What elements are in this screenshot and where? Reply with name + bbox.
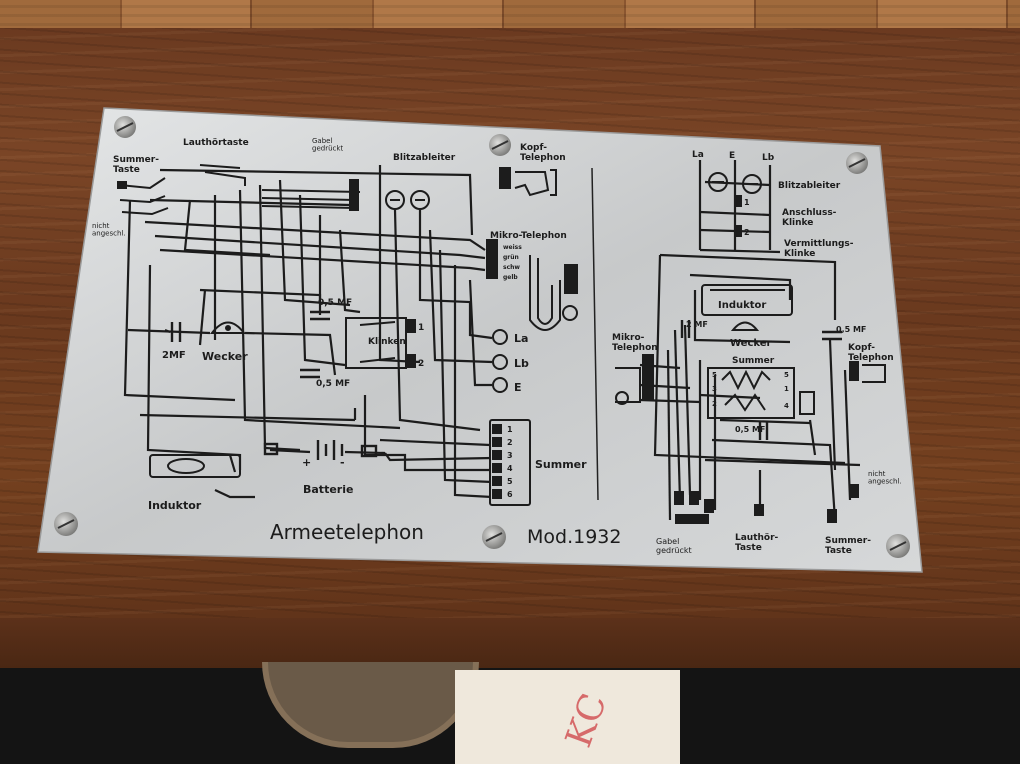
summer-terminal-3: 3 xyxy=(507,451,513,460)
right-label-cap-05mf: 0,5 MF xyxy=(836,325,866,334)
summer-taste-switch xyxy=(117,177,169,216)
label-kopf-telephon: Kopf-Telephon xyxy=(520,143,566,163)
right-label-cap-2mf: 2 MF xyxy=(686,320,708,329)
capacitor-icon xyxy=(310,310,330,321)
screw-icon xyxy=(886,534,910,558)
screw-icon xyxy=(482,525,506,549)
label-cap-05mf-top: 0,5 MF xyxy=(318,298,352,308)
summer-terminal-6: 6 xyxy=(507,490,513,499)
label-lb: Lb xyxy=(514,357,529,370)
right-label-mikro-telephon: Mikro-Telephon xyxy=(612,333,658,353)
right-summer-terminal: 3 xyxy=(712,385,717,393)
summer-terminal-2: 2 xyxy=(507,438,513,447)
screw-icon xyxy=(489,134,511,156)
label-mikro-telephon: Mikro-Telephon xyxy=(490,231,567,241)
right-label-wecker: Wecker xyxy=(730,338,772,349)
kopf-telephon-icon xyxy=(499,167,557,197)
mikro-telephon-icon xyxy=(486,239,578,331)
right-label-e: E xyxy=(729,151,735,161)
label-klinke-1: 1 xyxy=(418,323,424,333)
label-blitzableiter: Blitzableiter xyxy=(393,153,456,163)
plate-title: Armeetelephon xyxy=(270,520,424,544)
label-cap-2mf: 2MF xyxy=(162,350,186,361)
label-batterie: Batterie xyxy=(303,483,353,496)
right-label-induktor: Induktor xyxy=(718,300,766,311)
board-edge xyxy=(0,618,1020,668)
right-bottom-switch-block xyxy=(674,484,859,524)
right-label-summer-taste: Summer-Taste xyxy=(825,536,871,556)
right-label-kopf-telephon: Kopf-Telephon xyxy=(848,343,894,363)
right-label-vermittlungs-klinke: Vermittlungs-Klinke xyxy=(784,239,854,259)
label-schw: schw xyxy=(503,264,520,271)
terminal-e-icon xyxy=(492,377,508,393)
summer-terminal-4: 4 xyxy=(507,464,513,473)
label-e: E xyxy=(514,381,522,394)
right-summer-icon xyxy=(707,367,815,419)
right-label-la: La xyxy=(692,150,704,160)
summer-terminal-1: 1 xyxy=(507,425,513,434)
label-klinke-2: 2 xyxy=(418,359,424,369)
summer-terminal-block xyxy=(489,419,531,506)
right-label-summer: Summer xyxy=(732,356,775,366)
right-summer-terminal: 1 xyxy=(784,385,789,393)
right-label-lb: Lb xyxy=(762,153,775,163)
terminal-la-icon xyxy=(492,329,508,345)
summer-terminal-5: 5 xyxy=(507,477,513,486)
lauthoertaste-switch xyxy=(199,164,361,211)
right-blitzableiter-icon xyxy=(708,172,762,194)
right-klinke-icon xyxy=(734,195,742,237)
terminal-lb-icon xyxy=(492,354,508,370)
screw-icon xyxy=(54,512,78,536)
label-cap-05mf-bottom: 0,5 MF xyxy=(316,379,350,389)
label-wecker: Wecker xyxy=(202,350,248,363)
label-weiss: weiss xyxy=(503,244,522,251)
right-kopf-telephon-icon xyxy=(849,361,886,383)
label-la: La xyxy=(514,332,528,345)
right-induktor-icon xyxy=(701,284,793,316)
right-label-blitzableiter: Blitzableiter xyxy=(778,181,841,191)
blitzableiter-icon xyxy=(385,190,430,210)
right-summer-terminal: 5 xyxy=(784,371,789,379)
right-wecker-bell-icon xyxy=(730,321,760,331)
klinken-icon xyxy=(345,317,416,369)
section-divider xyxy=(591,167,599,501)
label-plus: + xyxy=(302,456,311,469)
label-lauthoertaste: Lauthörtaste xyxy=(183,138,249,148)
screw-icon xyxy=(846,152,868,174)
battery-icon xyxy=(263,440,378,460)
capacitor-icon xyxy=(300,368,320,379)
right-label-lauthoer-taste: Lauthör-Taste xyxy=(735,533,779,553)
plate-model: Mod.1932 xyxy=(527,526,621,548)
right-label-klinke-1: 1 xyxy=(744,198,750,207)
right-label-cap-05mf-inner: 0,5 MF xyxy=(735,425,765,434)
right-summer-terminal: 5 xyxy=(712,371,717,379)
wecker-bell-icon xyxy=(209,321,247,334)
induktor-icon xyxy=(149,454,241,478)
label-gelb: gelb xyxy=(503,274,518,281)
paper-tag xyxy=(455,670,680,764)
right-summer-terminal: 4 xyxy=(784,402,789,410)
label-summer: Summer xyxy=(535,458,587,471)
label-induktor: Induktor xyxy=(148,499,202,512)
label-gruen: grün xyxy=(503,254,519,261)
right-label-anschluss-klinke: Anschluss-Klinke xyxy=(782,208,837,228)
label-klinken: Klinken xyxy=(368,337,406,347)
capacitor-icon xyxy=(170,322,182,342)
right-summer-terminal: 2 xyxy=(712,400,717,408)
label-minus: - xyxy=(340,456,345,469)
screw-icon xyxy=(114,116,136,138)
right-label-klinke-2: 2 xyxy=(744,228,750,237)
right-mikro-telephon-icon xyxy=(615,354,654,405)
right-capacitor-icon xyxy=(680,320,842,440)
label-summer-taste: Summer-Taste xyxy=(113,155,159,175)
